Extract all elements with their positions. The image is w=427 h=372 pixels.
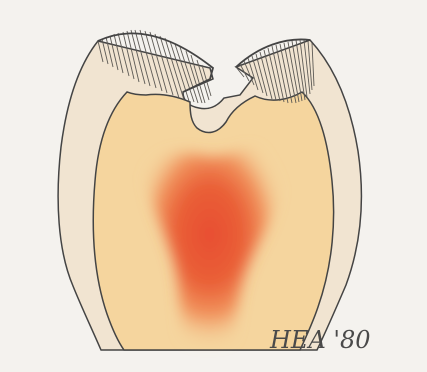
artist-signature: HEA '80 [269, 326, 371, 354]
